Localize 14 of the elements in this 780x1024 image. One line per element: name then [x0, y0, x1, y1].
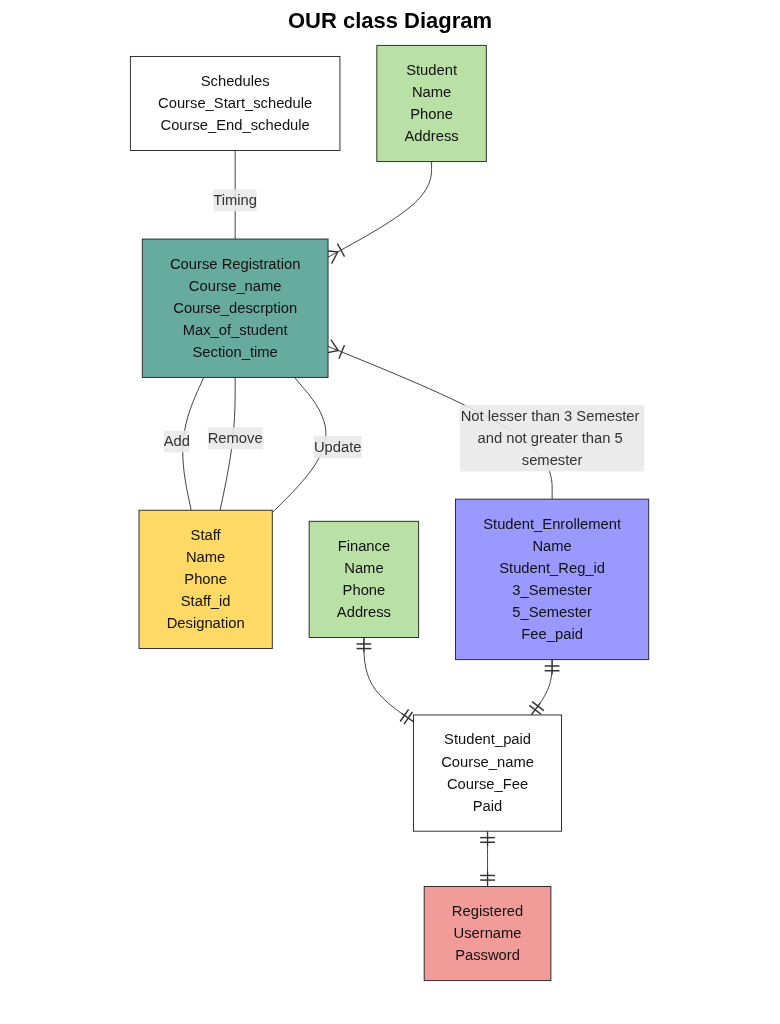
edge-label: Add: [164, 433, 191, 449]
node-box: Finance Name Phone Address: [309, 520, 420, 638]
node-box: Staff Name Phone Staff_id Designation: [139, 509, 274, 650]
node-box: Student Name Phone Address: [376, 44, 488, 163]
node-box: Schedules Course_Start_schedule Course_End_schedule: [130, 56, 341, 151]
diagram-title: OUR class Diagram: [286, 8, 494, 34]
edge-label: Timing: [213, 192, 258, 208]
node-box: Student_Enrollement Name Student_Reg_id 3_Semester 5_Semester Fee_paid: [455, 498, 650, 661]
node-box: Student_paid Course_name Course_Fee Paid: [413, 714, 563, 832]
edge-label: Not lesser than 3 Semester and not greater than 5 semester: [461, 407, 640, 468]
node-box: Registered Username Password: [424, 886, 552, 982]
node-box: Course Registration Course_name Course_descrption Max_of_student Section_time: [142, 238, 329, 378]
edge-label: Update: [314, 438, 362, 455]
edge-label: Remove: [208, 429, 264, 446]
